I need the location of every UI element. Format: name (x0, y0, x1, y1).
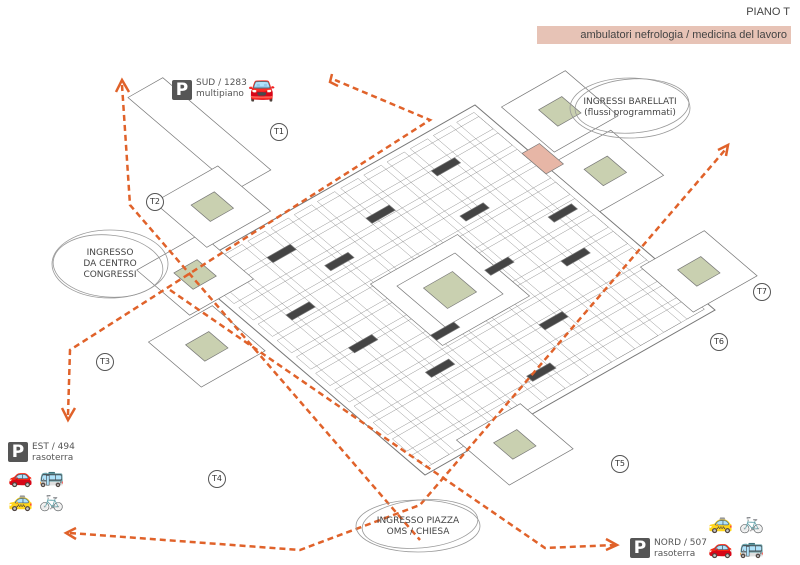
bicycle-icon: 🚲 (39, 488, 65, 512)
car-icon: 🚗 (708, 535, 733, 559)
label-line: DA CENTRO (83, 259, 137, 269)
arrowheads (60, 73, 730, 552)
arrow-est-to-top (66, 78, 433, 416)
service-core (538, 311, 569, 331)
tower-courtyard (583, 155, 628, 187)
label-ingresso-piazza: INGRESSO PIAZZA OMS / CHIESA (368, 516, 468, 538)
service-core (430, 157, 462, 177)
corridor-line (276, 181, 571, 354)
taxi-icon: 🚕 (708, 510, 733, 534)
page-subtitle: ambulatori nefrologia / medicina del lav… (537, 26, 791, 44)
tower-label-t6: T6 (710, 333, 728, 351)
taxi-icon: 🚕 (8, 488, 33, 512)
tower-label-t5: T5 (611, 455, 629, 473)
page-title: PIANO T (746, 6, 790, 18)
label-line: OMS / CHIESA (386, 527, 450, 537)
central-courtyard (422, 271, 478, 309)
label-line: rasoterra (654, 549, 696, 559)
tower-label-t3: T3 (96, 353, 114, 371)
service-core (365, 204, 396, 224)
service-core (526, 362, 557, 382)
tower-courtyard (676, 256, 721, 287)
label-line: INGRESSO PIAZZA (376, 516, 460, 526)
service-core (429, 321, 461, 341)
arrow-diag (169, 288, 616, 550)
label-ingressi-barellati: INGRESSI BARELLATI (flussi programmati) (580, 97, 680, 119)
bus-icon: 🚌 (739, 535, 765, 559)
building-plan (127, 70, 758, 486)
corridor-line (219, 132, 513, 304)
tower-label-t4: T4 (208, 470, 226, 488)
arrow-sud-to-est (120, 84, 421, 541)
tower-courtyard (190, 191, 235, 222)
vehicle-icons: 🚕 🚲 🚗 🚌 (708, 510, 764, 560)
label-line: INGRESSO (86, 248, 134, 258)
bus-icon: 🚌 (39, 464, 65, 488)
service-core (484, 256, 515, 276)
service-core (324, 251, 355, 272)
tower-label-t2: T2 (146, 193, 164, 211)
label-line: (flussi programmati) (584, 108, 676, 118)
bicycle-icon: 🚲 (739, 510, 765, 534)
service-core (424, 358, 456, 378)
parking-icon: P (630, 538, 650, 558)
parking-nord-label: NORD / 507 rasoterra (654, 538, 707, 560)
tower-courtyard (184, 331, 229, 362)
service-core (347, 334, 379, 354)
corridor-line (334, 231, 628, 403)
parking-sud-label: SUD / 1283 multipiano (196, 78, 247, 100)
service-core (547, 203, 579, 223)
label-line: SUD / 1283 (196, 78, 247, 88)
arrow-nord-to-right (69, 149, 726, 552)
highlighted-area (521, 143, 565, 175)
label-line: NORD / 507 (654, 538, 707, 548)
corridor-line (296, 198, 590, 370)
label-line: EST / 494 (32, 442, 75, 452)
label-line: INGRESSI BARELLATI (583, 97, 677, 107)
label-line: rasoterra (32, 453, 74, 463)
parking-icon: P (8, 442, 28, 462)
corridor-line (353, 247, 648, 419)
corridor-line (257, 165, 552, 337)
tower-courtyard (492, 429, 537, 460)
tower-label-t7: T7 (753, 283, 771, 301)
parking-est-label: EST / 494 rasoterra (32, 442, 75, 464)
tower-label-t1: T1 (270, 123, 288, 141)
vehicle-icons: 🚗 🚌 🚕 🚲 (8, 464, 64, 512)
label-ingresso-congressi: INGRESSO DA CENTRO CONGRESSI (70, 248, 150, 281)
label-line: multipiano (196, 89, 244, 99)
service-core (266, 243, 297, 264)
parking-icon: P (172, 80, 192, 100)
car-icon: 🚗 (8, 464, 33, 488)
service-core (285, 301, 316, 321)
service-core (459, 202, 490, 222)
car-icon: 🚘 (248, 78, 276, 103)
service-core (560, 247, 591, 267)
bubble-outlines (51, 77, 691, 553)
wing-north (127, 77, 272, 191)
label-line: CONGRESSI (83, 270, 137, 280)
access-arrows (66, 78, 726, 552)
